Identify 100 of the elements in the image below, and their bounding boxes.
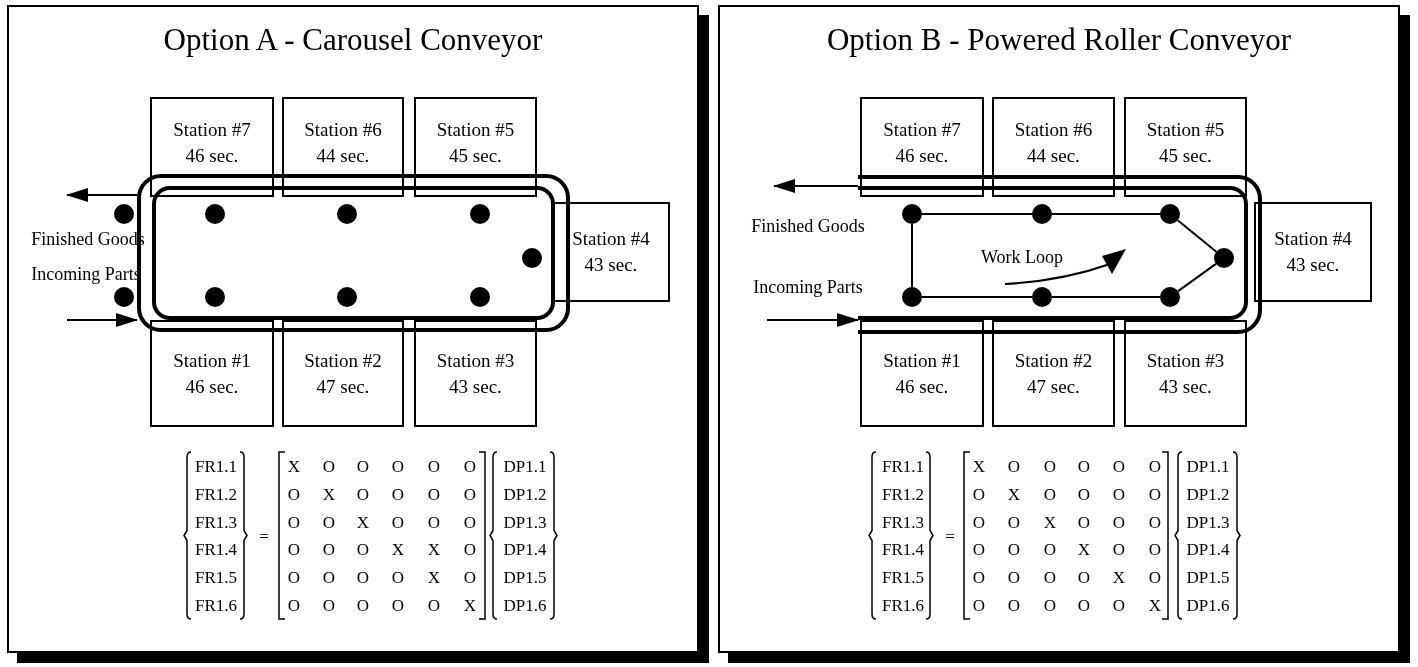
vector-entry: FR1.5 — [195, 568, 237, 586]
matrix-entry: X — [287, 457, 301, 475]
matrix-entry: X — [1112, 568, 1126, 586]
equals-sign: = — [259, 527, 269, 545]
matrix-entry: O — [427, 485, 441, 503]
flow-label: Incoming Parts — [753, 278, 863, 296]
vector-entry: FR1.1 — [882, 457, 924, 475]
station-box — [414, 320, 537, 427]
matrix-entry: O — [972, 596, 986, 614]
arrow — [66, 313, 138, 327]
matrix-entry: O — [1148, 540, 1162, 558]
matrix-entry: O — [1077, 513, 1091, 531]
station-box — [282, 320, 404, 427]
matrix-entry: O — [1112, 596, 1126, 614]
matrix-entry: O — [322, 513, 336, 531]
matrix-entry: O — [972, 540, 986, 558]
matrix-entry: O — [1007, 596, 1021, 614]
vector-entry: FR1.3 — [195, 513, 237, 531]
vector-entry: FR1.5 — [882, 568, 924, 586]
matrix-entry: O — [287, 540, 301, 558]
vector-entry: DP1.4 — [503, 540, 547, 558]
matrix-entry: O — [356, 457, 370, 475]
loop-label: Work Loop — [981, 248, 1063, 266]
matrix-entry: O — [287, 596, 301, 614]
matrix-entry: O — [1043, 457, 1057, 475]
matrix-entry: O — [972, 513, 986, 531]
station-box — [1254, 202, 1372, 302]
arrow — [66, 188, 138, 202]
vector-entry: DP1.6 — [503, 596, 547, 614]
arrow — [766, 313, 859, 327]
matrix-entry: O — [322, 540, 336, 558]
matrix-entry: O — [427, 513, 441, 531]
equals-sign: = — [945, 527, 955, 545]
matrix-entry: O — [1007, 568, 1021, 586]
vector-entry: FR1.1 — [195, 457, 237, 475]
connector-line — [921, 296, 1033, 298]
matrix-entry: X — [356, 513, 370, 531]
matrix-entry: X — [322, 485, 336, 503]
connector-line — [1051, 213, 1161, 215]
matrix-entry: O — [1077, 485, 1091, 503]
connector-line — [1176, 219, 1218, 253]
matrix-entry: O — [972, 568, 986, 586]
matrix-entry: O — [1043, 540, 1057, 558]
matrix-entry: O — [322, 596, 336, 614]
vector-entry: DP1.4 — [1186, 540, 1230, 558]
station-box — [150, 97, 274, 197]
connector-line — [921, 213, 1033, 215]
matrix-entry: O — [322, 568, 336, 586]
station-box — [282, 97, 404, 197]
matrix-entry: X — [1077, 540, 1091, 558]
matrix-entry: O — [1043, 596, 1057, 614]
matrix-entry: O — [391, 485, 405, 503]
matrix-entry: O — [356, 568, 370, 586]
matrix-entry: X — [427, 568, 441, 586]
matrix-entry: O — [427, 457, 441, 475]
matrix-entry: X — [1043, 513, 1057, 531]
matrix-entry: O — [356, 540, 370, 558]
station-box — [860, 320, 984, 427]
matrix-entry: O — [356, 485, 370, 503]
matrix-entry: O — [356, 596, 370, 614]
vector-entry: DP1.1 — [503, 457, 547, 475]
matrix-entry: O — [1112, 540, 1126, 558]
matrix-entry: O — [427, 596, 441, 614]
matrix-entry: O — [1148, 513, 1162, 531]
station-box — [414, 97, 537, 197]
connector-line — [1051, 296, 1161, 298]
matrix-entry: O — [463, 513, 477, 531]
matrix-entry: O — [1148, 568, 1162, 586]
matrix-entry: O — [1112, 485, 1126, 503]
vector-entry: DP1.5 — [1186, 568, 1230, 586]
matrix-entry: X — [1148, 596, 1162, 614]
matrix-entry: X — [1007, 485, 1021, 503]
matrix-entry: O — [287, 568, 301, 586]
vector-entry: DP1.2 — [503, 485, 547, 503]
matrix-entry: O — [463, 540, 477, 558]
matrix-entry: O — [1007, 457, 1021, 475]
panel-title: Option A - Carousel Conveyor — [163, 21, 543, 59]
matrix-entry: O — [463, 457, 477, 475]
vector-entry: FR1.4 — [882, 540, 924, 558]
panel-title: Option B - Powered Roller Conveyor — [826, 21, 1292, 59]
vector-entry: DP1.5 — [503, 568, 547, 586]
vector-entry: DP1.3 — [503, 513, 547, 531]
matrix-entry: O — [287, 485, 301, 503]
matrix-entry: O — [391, 513, 405, 531]
vector-entry: FR1.3 — [882, 513, 924, 531]
matrix-entry: O — [463, 568, 477, 586]
vector-entry: FR1.6 — [195, 596, 237, 614]
matrix-entry: O — [1077, 568, 1091, 586]
station-box — [150, 320, 274, 427]
matrix-entry: O — [1043, 485, 1057, 503]
matrix-entry: O — [1077, 596, 1091, 614]
matrix-entry: O — [391, 596, 405, 614]
station-box — [552, 202, 670, 302]
station-box — [992, 97, 1115, 197]
matrix-entry: O — [1077, 457, 1091, 475]
station-box — [992, 320, 1115, 427]
matrix-entry: O — [1007, 513, 1021, 531]
vector-entry: FR1.2 — [195, 485, 237, 503]
vector-entry: FR1.4 — [195, 540, 237, 558]
vector-entry: DP1.3 — [1186, 513, 1230, 531]
